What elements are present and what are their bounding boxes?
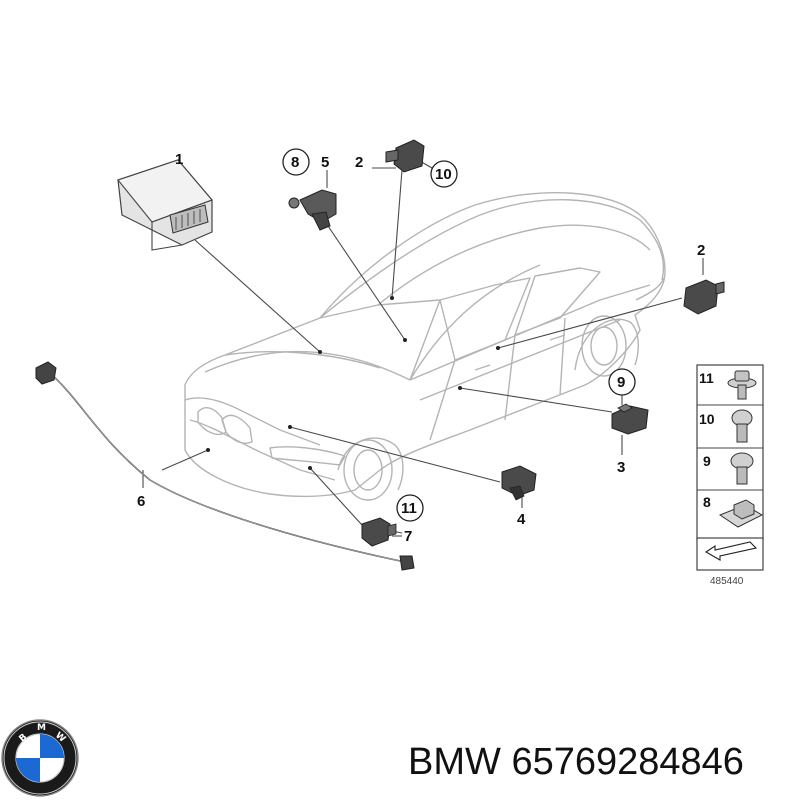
sensor-bracket-part-5 <box>288 189 337 231</box>
callout-10-circle <box>430 160 458 188</box>
logo-letter-m: M <box>37 723 46 733</box>
flange-screw-icon <box>727 370 757 400</box>
callout-11: 11 <box>401 500 417 517</box>
callout-4: 4 <box>517 511 526 528</box>
direction-arrow-icon <box>704 541 758 561</box>
part-number: 65769284846 <box>511 741 744 783</box>
part-caption: BMW 65769284846 <box>408 736 793 788</box>
callout-8-circle <box>282 148 310 176</box>
legend-number-11: 11 <box>699 370 714 386</box>
legend-number-10: 10 <box>699 411 715 427</box>
reference-number: 485440 <box>710 576 744 587</box>
brand-name: BMW <box>408 741 501 783</box>
fastener-legend: 11 10 9 8 485440 <box>696 364 764 587</box>
legend-number-8: 8 <box>703 494 711 510</box>
bmw-logo: B M W <box>1 719 79 797</box>
button-head-screw-icon <box>730 452 754 485</box>
control-module-part <box>117 159 213 251</box>
sensor-part-4 <box>501 465 537 501</box>
callout-7: 7 <box>404 528 412 545</box>
car-outline <box>184 191 666 501</box>
sensor-part-3 <box>611 403 649 435</box>
sensor-part-2-top <box>385 139 425 173</box>
leader-dots <box>206 296 500 470</box>
callout-2-right: 2 <box>697 242 705 259</box>
callout-2-top: 2 <box>355 154 363 171</box>
logo-letter-b: B <box>18 732 30 744</box>
legend-number-9: 9 <box>703 453 711 469</box>
callout-8: 8 <box>291 154 299 171</box>
callout-6: 6 <box>137 493 145 510</box>
clip-nut-icon <box>718 499 764 528</box>
callout-9: 9 <box>617 374 625 391</box>
callout-10: 10 <box>435 166 452 183</box>
torx-screw-icon <box>731 409 753 443</box>
callouts: 1 8 5 2 10 2 9 3 4 11 7 6 <box>137 148 705 545</box>
callout-1: 1 <box>175 151 183 168</box>
sensor-part-2-right <box>683 279 725 315</box>
callout-9-circle <box>608 368 636 396</box>
leader-lines <box>142 159 704 537</box>
callout-3: 3 <box>617 459 625 476</box>
sensor-part-7 <box>361 517 397 547</box>
wiring-harness-part-6 <box>35 361 415 571</box>
callout-5: 5 <box>321 154 329 171</box>
callout-11-circle <box>396 494 424 522</box>
